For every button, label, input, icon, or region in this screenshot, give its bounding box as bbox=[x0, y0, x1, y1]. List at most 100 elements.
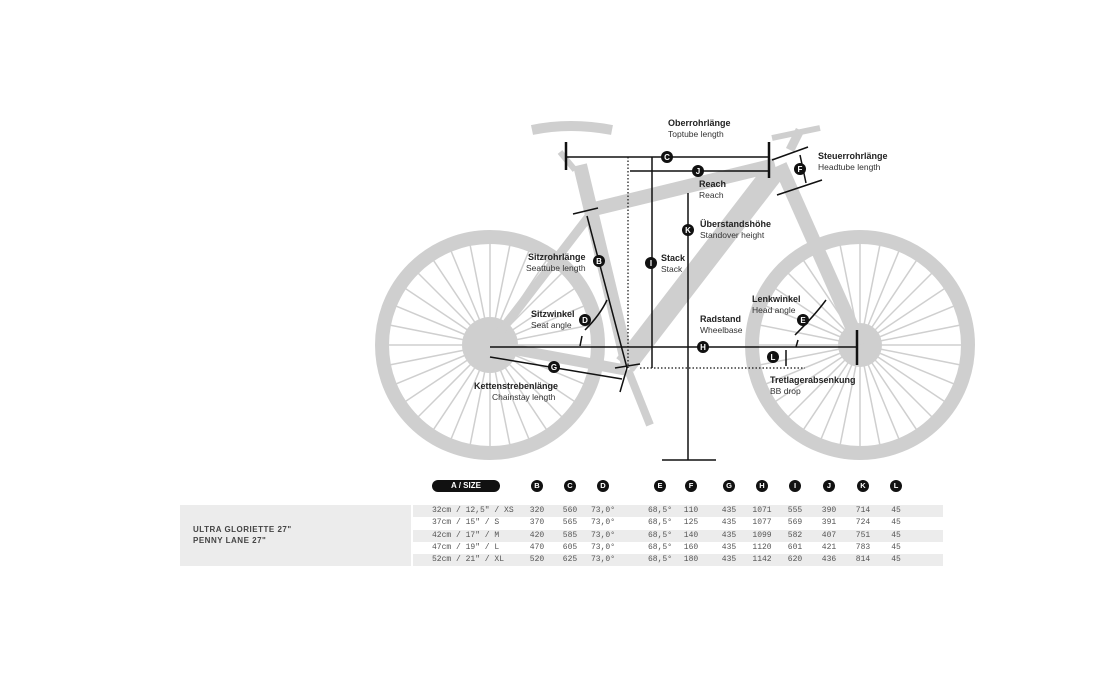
marker-c-label: C bbox=[664, 153, 670, 162]
value-cell: 520 bbox=[529, 555, 545, 565]
marker-e-label: E bbox=[800, 316, 806, 325]
value-cell: 45 bbox=[891, 506, 901, 515]
value-cell: 68,5° bbox=[647, 530, 673, 540]
column-header-b: B bbox=[531, 480, 543, 492]
value-cell: 73,0° bbox=[590, 506, 616, 515]
table-row: 37cm / 15" / S 370 565 73,0° 68,5° 125 435 1077… bbox=[413, 517, 943, 529]
table-row: 42cm / 17" / M 420 585 73,0° 68,5° 140 435 1099… bbox=[413, 529, 943, 542]
value-cell: 435 bbox=[721, 542, 737, 552]
value-cell: 421 bbox=[821, 542, 837, 552]
value-cell: 470 bbox=[529, 542, 545, 552]
value-cell: 555 bbox=[787, 506, 803, 515]
value-cell: 724 bbox=[855, 518, 871, 528]
marker-k-label: K bbox=[685, 226, 691, 235]
marker-g-label: G bbox=[551, 363, 557, 372]
value-cell: 565 bbox=[562, 518, 578, 528]
value-cell: 45 bbox=[891, 530, 901, 540]
marker-b: B bbox=[593, 255, 605, 267]
value-cell: 1077 bbox=[752, 518, 772, 528]
value-cell: 110 bbox=[683, 506, 699, 515]
model-names: ULTRA GLORIETTE 27" PENNY LANE 27" bbox=[180, 505, 411, 566]
marker-j: J bbox=[692, 165, 704, 177]
value-cell: 569 bbox=[787, 518, 803, 528]
marker-e: E bbox=[797, 314, 809, 326]
value-cell: 68,5° bbox=[647, 518, 673, 528]
value-cell: 45 bbox=[891, 555, 901, 565]
column-header-l: L bbox=[890, 480, 902, 492]
size-cell: 32cm / 12,5" / XS bbox=[432, 506, 514, 515]
value-cell: 160 bbox=[683, 542, 699, 552]
value-cell: 420 bbox=[529, 530, 545, 540]
value-cell: 751 bbox=[855, 530, 871, 540]
value-cell: 45 bbox=[891, 518, 901, 528]
marker-l-label: L bbox=[771, 353, 776, 362]
value-cell: 435 bbox=[721, 555, 737, 565]
value-cell: 1071 bbox=[752, 506, 772, 515]
value-cell: 73,0° bbox=[590, 518, 616, 528]
marker-c: C bbox=[661, 151, 673, 163]
value-cell: 68,5° bbox=[647, 506, 673, 515]
model-name-2: PENNY LANE 27" bbox=[193, 536, 267, 545]
markers: C J F K I B D E H L G bbox=[548, 151, 809, 373]
value-cell: 1120 bbox=[752, 542, 772, 552]
column-header-c: C bbox=[564, 480, 576, 492]
value-cell: 73,0° bbox=[590, 530, 616, 540]
marker-f-label: F bbox=[798, 165, 803, 174]
size-cell: 52cm / 21" / XL bbox=[432, 555, 505, 565]
value-cell: 73,0° bbox=[590, 555, 616, 565]
value-cell: 714 bbox=[855, 506, 871, 515]
value-cell: 560 bbox=[562, 506, 578, 515]
column-header-d: D bbox=[597, 480, 609, 492]
front-wheel bbox=[745, 230, 975, 460]
column-header-g: G bbox=[723, 480, 735, 492]
value-cell: 435 bbox=[721, 530, 737, 540]
value-cell: 180 bbox=[683, 555, 699, 565]
marker-b-label: B bbox=[596, 257, 602, 266]
table-row: 32cm / 12,5" / XS 320 560 73,0° 68,5° 110 435 1… bbox=[413, 505, 943, 517]
column-header-e: E bbox=[654, 480, 666, 492]
value-cell: 390 bbox=[821, 506, 837, 515]
value-cell: 601 bbox=[787, 542, 803, 552]
bike-silhouette bbox=[375, 121, 975, 460]
marker-g: G bbox=[548, 361, 560, 373]
size-cell: 42cm / 17" / M bbox=[432, 530, 500, 540]
value-cell: 435 bbox=[721, 506, 737, 515]
value-cell: 370 bbox=[529, 518, 545, 528]
column-header-j: J bbox=[823, 480, 835, 492]
value-cell: 73,0° bbox=[590, 542, 616, 552]
marker-f: F bbox=[794, 163, 806, 175]
value-cell: 625 bbox=[562, 555, 578, 565]
marker-h: H bbox=[697, 341, 709, 353]
value-cell: 435 bbox=[721, 518, 737, 528]
value-cell: 620 bbox=[787, 555, 803, 565]
value-cell: 320 bbox=[529, 506, 545, 515]
model-name-1: ULTRA GLORIETTE 27" bbox=[193, 525, 292, 534]
marker-i: I bbox=[645, 257, 657, 269]
marker-h-label: H bbox=[700, 343, 706, 352]
value-cell: 140 bbox=[683, 530, 699, 540]
value-cell: 1099 bbox=[752, 530, 772, 540]
value-cell: 125 bbox=[683, 518, 699, 528]
column-header-h: H bbox=[756, 480, 768, 492]
size-cell: 37cm / 15" / S bbox=[432, 518, 500, 528]
size-cell: 47cm / 19" / L bbox=[432, 542, 500, 552]
value-cell: 814 bbox=[855, 555, 871, 565]
value-cell: 585 bbox=[562, 530, 578, 540]
value-cell: 605 bbox=[562, 542, 578, 552]
marker-l: L bbox=[767, 351, 779, 363]
value-cell: 391 bbox=[821, 518, 837, 528]
value-cell: 407 bbox=[821, 530, 837, 540]
